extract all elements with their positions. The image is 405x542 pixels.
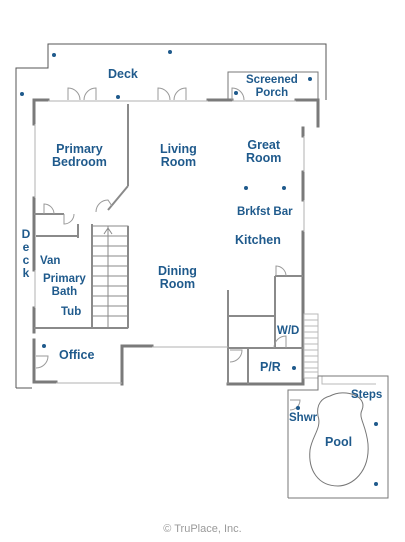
label-text: Deck — [108, 67, 138, 81]
deck-outline — [15, 43, 327, 389]
light-fixtures — [20, 50, 378, 486]
label-line-2: Porch — [255, 87, 289, 99]
vertical-letter: Deck — [19, 227, 33, 279]
label-line-1: Living — [160, 142, 197, 156]
label-line-1: Primary — [43, 273, 86, 285]
label-text: Van — [40, 255, 61, 267]
room-label-shwr: Shwr — [289, 412, 317, 425]
window-lines — [34, 100, 305, 384]
room-label-steps: Steps — [351, 389, 382, 402]
label-text: Pool — [325, 435, 353, 449]
label-text: Brkfst Bar — [237, 206, 293, 218]
room-label-pool: Pool — [325, 436, 352, 449]
label-line-1: Great — [247, 138, 281, 152]
room-label-office: Office — [59, 349, 94, 362]
room-label-living-room: Living Room — [160, 143, 197, 169]
room-label-primary-bath: Primary Bath — [43, 273, 86, 299]
room-label-wd: W/D — [277, 325, 299, 338]
copyright-notice: © TruPlace, Inc. — [163, 523, 242, 535]
room-label-deck: Deck — [108, 68, 138, 81]
room-label-brkfst-bar: Brkfst Bar — [237, 206, 293, 219]
room-label-van: Van — [40, 255, 60, 268]
room-label-side-deck: Deck — [19, 227, 33, 279]
screened-porch-outline — [227, 71, 319, 100]
label-text: P/R — [260, 360, 281, 374]
label-line-2: Bath — [51, 286, 78, 298]
room-label-primary-bedroom: Primary Bedroom — [52, 143, 107, 169]
label-text: Kitchen — [235, 233, 281, 247]
room-label-pr: P/R — [260, 361, 281, 374]
label-text: Office — [59, 348, 95, 362]
label-text: Shwr — [289, 412, 318, 424]
label-text: W/D — [277, 325, 300, 337]
label-line-2: Bedroom — [52, 155, 107, 169]
label-line-2: Room — [246, 151, 282, 165]
stairs — [91, 225, 129, 329]
label-line-1: Screened — [246, 74, 298, 86]
label-line-2: Room — [160, 155, 197, 169]
pool-area — [287, 375, 389, 499]
label-line-1: Dining — [158, 264, 197, 278]
label-text: Steps — [351, 389, 383, 401]
room-label-screened-porch: Screened Porch — [246, 74, 298, 100]
label-line-1: Primary — [56, 142, 103, 156]
exterior-walls — [32, 98, 320, 386]
room-label-tub: Tub — [61, 306, 81, 319]
label-text: Tub — [61, 306, 82, 318]
room-label-dining-room: Dining Room — [158, 265, 197, 291]
room-label-kitchen: Kitchen — [235, 234, 281, 247]
exterior-steps — [303, 313, 376, 385]
label-line-2: Room — [159, 277, 196, 291]
room-label-great-room: Great Room — [246, 139, 281, 165]
